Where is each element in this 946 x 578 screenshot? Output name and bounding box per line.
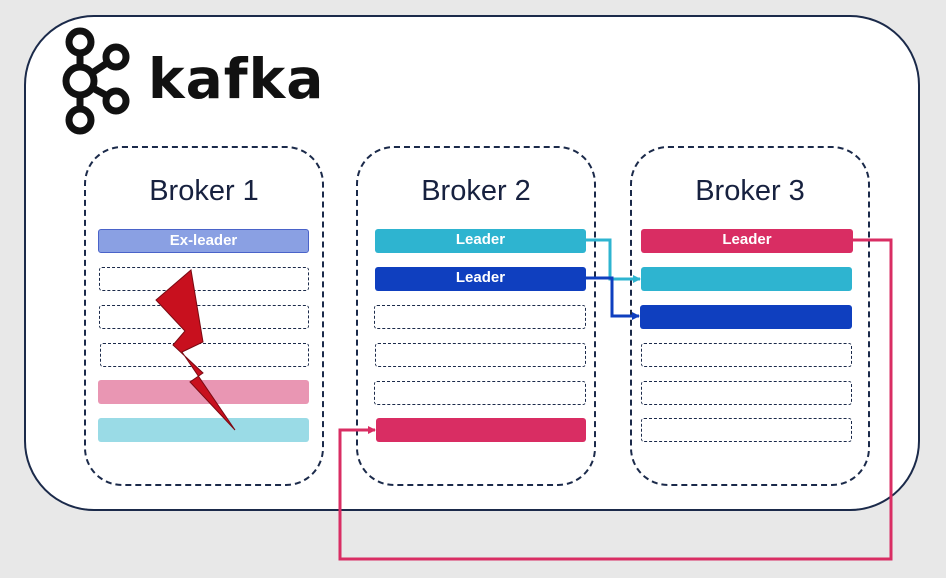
partition-replica <box>641 267 852 291</box>
partition-leader: Leader <box>375 229 586 253</box>
partition-replica: Ex-leader <box>98 229 309 253</box>
partition-replica <box>99 267 309 291</box>
partition-replica <box>374 305 586 329</box>
partition-replica <box>641 343 852 367</box>
broker-1 <box>84 146 324 486</box>
partition-replica <box>376 418 586 442</box>
partition-replica <box>99 305 309 329</box>
replication-arrow-pink <box>338 238 893 561</box>
partition-replica <box>641 381 852 405</box>
broker-3-title: Broker 3 <box>695 175 805 207</box>
replication-arrow-cyan <box>586 238 641 283</box>
partition-replica <box>640 305 852 329</box>
partition-replica <box>374 381 586 405</box>
broker-1-title: Broker 1 <box>149 175 259 207</box>
broker-2-title: Broker 2 <box>421 175 531 207</box>
brand-name: kafka <box>148 47 325 111</box>
partition-replica <box>641 418 852 442</box>
replication-arrow-blue <box>586 276 640 320</box>
partition-replica <box>375 343 586 367</box>
partition-leader: Leader <box>375 267 586 291</box>
lightning-bolt-icon <box>155 269 236 431</box>
partition-replica <box>100 343 309 367</box>
partition-replica <box>98 418 309 442</box>
partition-leader: Leader <box>641 229 853 253</box>
broker-2 <box>356 146 596 486</box>
